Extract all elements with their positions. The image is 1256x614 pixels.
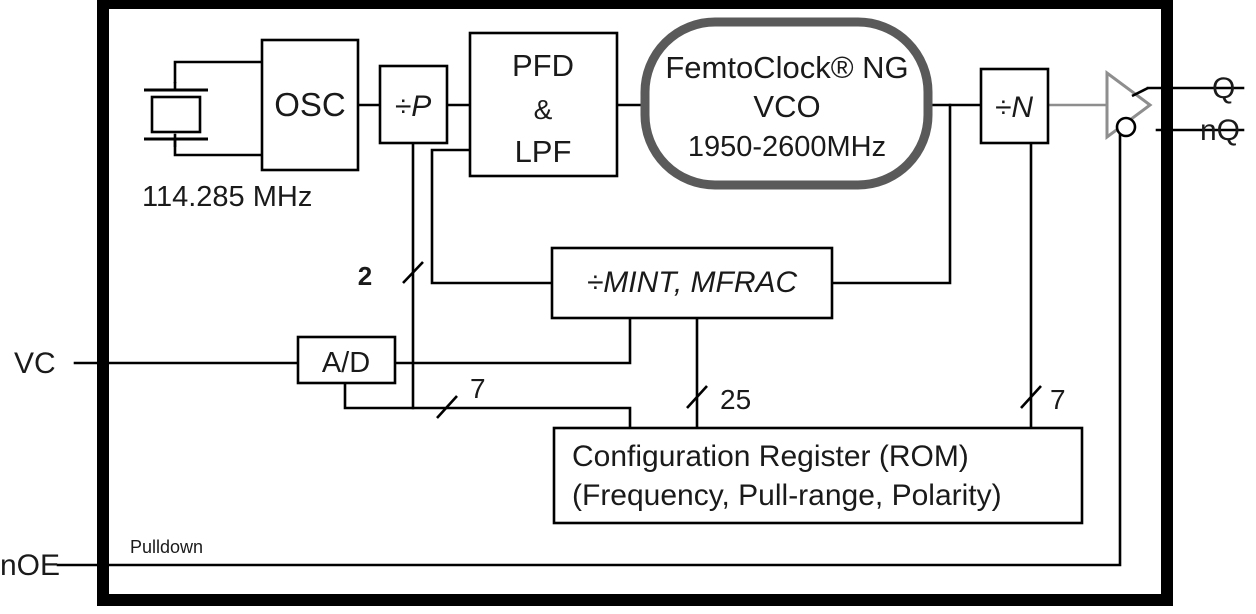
- pin-label-vc[interactable]: VC: [14, 347, 56, 380]
- vco-label-line3: 1950-2600MHz: [688, 131, 886, 163]
- vco-label-line1: FemtoClock® NG: [665, 50, 908, 85]
- crystal-frequency-label: 114.285 MHz: [142, 181, 312, 213]
- noe-pulldown-note: Pulldown: [130, 537, 203, 557]
- wire-network: [56, 60, 1245, 567]
- bus-slash-p: [402, 261, 424, 284]
- osc-block: OSC: [260, 38, 360, 172]
- div-n-label: ÷N: [995, 91, 1033, 124]
- adc-block-rect: [296, 335, 397, 385]
- bus-label-n: 7: [1050, 384, 1066, 415]
- pfd-label-line1: PFD: [512, 48, 574, 83]
- adc-block: A/D: [296, 335, 397, 385]
- config-register-label-line1: Configuration Register (ROM): [572, 440, 969, 473]
- bus-markers: [402, 261, 1042, 419]
- div-n-block-rect: [979, 67, 1050, 145]
- pfd-lpf-block: PFD & LPF: [468, 31, 619, 178]
- mint-mfrac-block-rect: [550, 246, 834, 320]
- vco-block-rect: [640, 17, 933, 190]
- wire-crystal-top: [173, 60, 264, 84]
- bus-slash-ad: [436, 395, 458, 419]
- pin-label-q[interactable]: Q: [1212, 72, 1235, 105]
- crystal-body: [150, 95, 202, 134]
- buffer-q-tap: [1131, 86, 1149, 98]
- bus-slash-n: [1020, 385, 1042, 409]
- inverting-bubble-icon: [1115, 116, 1137, 138]
- osc-block-rect: [260, 38, 360, 172]
- output-buffer: [1105, 70, 1153, 140]
- bus-slash-mint: [686, 385, 708, 409]
- div-n-block: ÷N: [979, 67, 1050, 145]
- wire-noe-to-buffer: [56, 129, 1122, 567]
- pin-label-noe[interactable]: nOE: [0, 549, 60, 582]
- div-p-block-rect: [378, 64, 449, 145]
- pfd-lpf-block-rect: [468, 31, 619, 178]
- pfd-label-line2: &: [534, 94, 553, 125]
- config-register-block-rect: [552, 426, 1084, 525]
- mint-mfrac-block: ÷MINT, MFRAC: [550, 246, 834, 320]
- chip-boundary: [97, 0, 1173, 606]
- pfd-label-line3: LPF: [515, 134, 572, 169]
- mint-mfrac-label: ÷MINT, MFRAC: [587, 266, 798, 299]
- config-register-block: Configuration Register (ROM) (Frequency,…: [552, 426, 1084, 525]
- vco-label-line2: VCO: [753, 89, 820, 124]
- wire-pfd-feedback-in: [430, 148, 554, 285]
- bus-label-p: 2: [358, 261, 372, 291]
- pin-label-nq[interactable]: nQ: [1200, 114, 1240, 147]
- bus-label-ad: 7: [470, 373, 486, 404]
- vco-block: FemtoClock® NG VCO 1950-2600MHz: [640, 17, 933, 190]
- crystal-symbol: [144, 82, 208, 147]
- config-register-label-line2: (Frequency, Pull-range, Polarity): [572, 479, 1002, 512]
- adc-label: A/D: [322, 347, 370, 379]
- bus-label-mint: 25: [720, 384, 751, 415]
- div-p-label: ÷P: [395, 90, 431, 123]
- osc-label: OSC: [274, 86, 346, 123]
- div-p-block: ÷P: [378, 64, 449, 145]
- wire-vco-to-mint: [830, 103, 952, 285]
- wire-adc-bus-to-config: [343, 381, 632, 430]
